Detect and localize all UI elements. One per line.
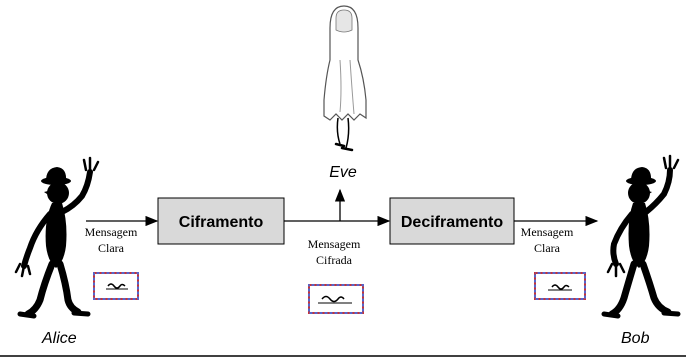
cipher-envelope	[308, 284, 364, 314]
plain-envelope-right	[534, 272, 586, 300]
encrypt-box-label: Ciframento	[179, 214, 264, 231]
plain-message-left-line2: Clara	[98, 241, 125, 255]
plain-message-left-line1: Mensagem	[85, 225, 138, 239]
eve-ghost-figure	[323, 5, 367, 152]
cipher-message-line2: Cifrada	[316, 253, 353, 267]
decrypt-box-label: Deciframento	[401, 214, 503, 231]
plain-message-right-line1: Mensagem	[521, 225, 574, 239]
alice-figure	[14, 156, 100, 319]
decrypt-box	[389, 197, 515, 245]
plain-message-right-line2: Clara	[534, 241, 561, 255]
cipher-message-line1: Mensagem	[308, 237, 361, 251]
bob-label: Bob	[621, 330, 650, 347]
encrypt-box	[157, 197, 285, 245]
plain-envelope-left	[93, 272, 139, 300]
alice-label: Alice	[41, 330, 77, 347]
eve-label: Eve	[329, 164, 357, 181]
bob-figure	[601, 154, 681, 319]
